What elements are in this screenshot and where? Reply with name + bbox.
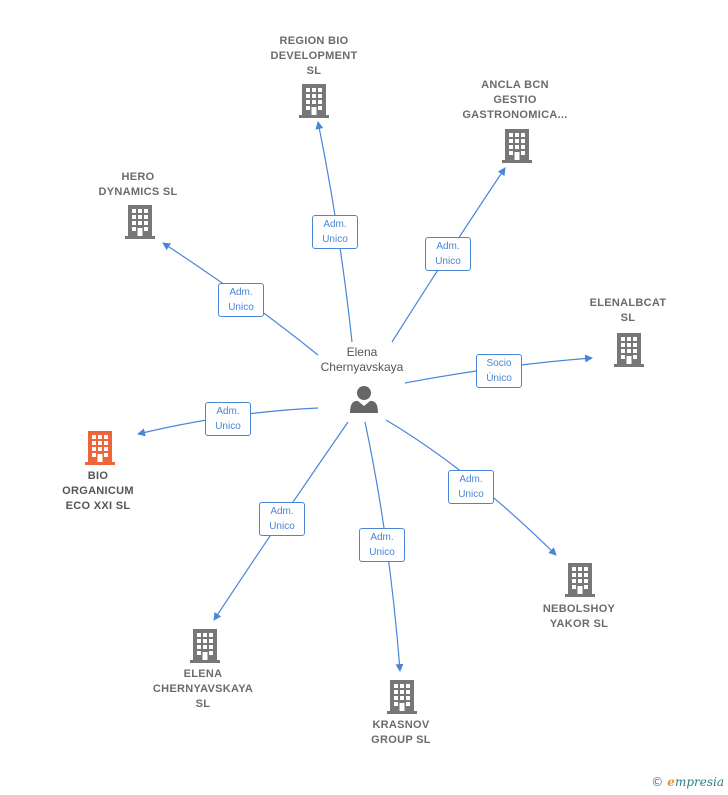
node-label-region-bio[interactable]: REGION BIO DEVELOPMENT SL [270, 34, 358, 77]
building-icon-nebolshoy[interactable] [565, 563, 595, 597]
edge-label-region-bio[interactable]: Adm. Unico [312, 215, 358, 249]
edge-label-ancla-bcn[interactable]: Adm. Unico [425, 237, 471, 271]
edge-label-nebolshoy[interactable]: Adm. Unico [448, 470, 494, 504]
center-person-label[interactable]: Elena Chernyavskaya [320, 345, 404, 374]
edge-label-line: Unico [435, 256, 461, 267]
edge-label-bio-organicum[interactable]: Adm. Unico [205, 402, 251, 436]
edge-label-line: Adm. [216, 406, 240, 417]
edge-label-line: Unico [369, 547, 395, 558]
building-icon-bio-organicum[interactable] [85, 431, 115, 465]
node-label-krasnov[interactable]: KRASNOV GROUP SL [371, 719, 431, 746]
building-icon-region-bio[interactable] [299, 84, 329, 118]
edge-label-line: Unico [228, 302, 254, 313]
building-icon-ancla-bcn[interactable] [502, 129, 532, 163]
building-icon-elenalbcat[interactable] [614, 333, 644, 367]
edge-label-line: Único [486, 373, 512, 384]
node-label-elenalbcat[interactable]: ELENALBCAT SL [589, 297, 667, 324]
edge-label-line: Socio [486, 358, 512, 369]
edge-label-line: Unico [458, 489, 484, 500]
edge-label-elena-sl[interactable]: Adm. Unico [259, 502, 305, 536]
node-label-hero-dynamics[interactable]: HERO DYNAMICS SL [98, 171, 178, 198]
person-icon[interactable] [350, 386, 378, 413]
copyright-symbol: © [651, 775, 664, 789]
empresia-watermark: ©empresia [651, 775, 724, 789]
edge-label-krasnov[interactable]: Adm. Unico [359, 528, 405, 562]
edge-label-line: Adm. [323, 219, 347, 230]
node-label-elena-sl[interactable]: ELENA CHERNYAVSKAYA SL [152, 667, 254, 710]
building-icon-hero-dynamics[interactable] [125, 205, 155, 239]
edge-label-line: Unico [269, 521, 295, 532]
node-label-nebolshoy[interactable]: NEBOLSHOY YAKOR SL [542, 603, 616, 630]
brand-initial: e [667, 775, 675, 789]
node-label-bio-organicum[interactable]: BIO ORGANICUM ECO XXI SL [62, 469, 134, 512]
edge-label-line: Adm. [270, 506, 294, 517]
edge-label-line: Adm. [436, 241, 460, 252]
building-icon-elena-sl[interactable] [190, 629, 220, 663]
edge-label-line: Adm. [370, 532, 394, 543]
node-label-ancla-bcn[interactable]: ANCLA BCN GESTIO GASTRONOMICA... [462, 78, 568, 121]
edge-label-line: Unico [322, 234, 348, 245]
edge-label-line: Adm. [459, 474, 483, 485]
brand-name: mpresia [674, 775, 724, 789]
edge-label-line: Unico [215, 421, 241, 432]
building-icon-krasnov[interactable] [387, 680, 417, 714]
edge-label-hero-dynamics[interactable]: Adm. Unico [218, 283, 264, 317]
edge-label-line: Adm. [229, 287, 253, 298]
